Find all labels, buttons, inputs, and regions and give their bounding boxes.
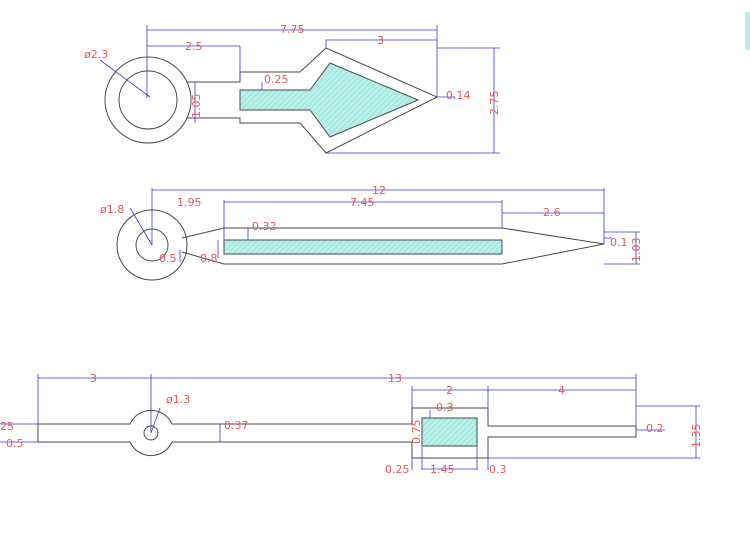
dim-label: 0.32 (252, 220, 277, 233)
dim-label: 7.75 (280, 23, 305, 36)
dim-label: 12 (372, 184, 386, 197)
hand-2: 12 1.95 7.45 2.6 ø1.8 0.32 0.1 0.5 0.8 1… (100, 184, 643, 281)
dim-label: 0.1 (610, 236, 628, 249)
dim-label: 0.14 (446, 89, 471, 102)
dim-label: 0.75 (410, 420, 423, 445)
edge-marker (745, 12, 750, 50)
hand1-outer-ring (104, 56, 192, 144)
hand3-lume-fill (421, 417, 478, 447)
dim-label: 3 (90, 372, 97, 385)
dim-label: 1.95 (177, 196, 202, 209)
dim-label: 1.05 (190, 94, 203, 119)
dim-label: 0.3 (436, 401, 454, 414)
hand3-body-outline (37, 407, 637, 459)
dim-label: 2.6 (543, 206, 561, 219)
dim-label: 3 (377, 34, 384, 47)
dim-label: ø1.3 (166, 393, 190, 406)
hand-1: 7.75 2.5 3 ø2.3 0.25 0.14 1.05 2.75 (84, 23, 501, 154)
dim-label: 7.45 (350, 196, 375, 209)
hand-3: 3 13 2 4 ø1.3 0.3 0.37 25 0.5 0.2 0.25 1… (0, 372, 703, 476)
dim-label: 4 (558, 384, 565, 397)
dim-label: 0.25 (385, 463, 410, 476)
dim-label: 0.5 (6, 437, 24, 450)
dim-label: 0.5 (159, 252, 177, 265)
dim-label: 1.45 (430, 463, 455, 476)
dim-label: 0.2 (646, 422, 664, 435)
hand1-inner-ring (118, 70, 178, 130)
dim-label: 2.5 (185, 40, 203, 53)
dim-label: 13 (388, 372, 402, 385)
dim-label: ø1.8 (100, 203, 124, 216)
dim-label: 1.35 (690, 424, 703, 449)
hand1-lume-fill (239, 62, 420, 138)
dim-label: 1.03 (630, 238, 643, 263)
dim-label: 0.25 (264, 73, 289, 86)
dim-label: 2 (446, 384, 453, 397)
dim-label: 25 (0, 420, 14, 433)
dim-label: 2.75 (488, 91, 501, 116)
dim-label: 0.3 (489, 463, 507, 476)
hand2-lume-fill (223, 239, 503, 255)
dim-label: 0.8 (200, 252, 218, 265)
dim-label: ø2.3 (84, 48, 108, 61)
dim-label: 0.37 (224, 419, 249, 432)
